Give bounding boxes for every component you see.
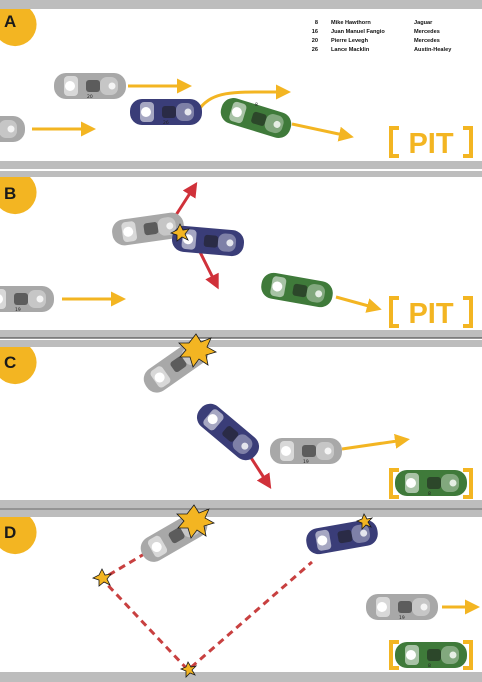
legend-team-1: Jaguar xyxy=(414,20,433,26)
panel-c-letter: C xyxy=(4,353,16,372)
legend-driver-3: Pierre Levegh xyxy=(331,38,369,44)
panel-b: 19 PIT xyxy=(0,181,473,330)
legend-driver-1: Mike Hawthorn xyxy=(331,20,371,26)
panel-d-car8-green-in-pit xyxy=(395,642,467,668)
panel-c-car8-green-in-pit xyxy=(395,470,467,496)
legend-driver-2: Juan Manuel Fangio xyxy=(331,29,385,35)
panel-d-car8-number: 8 xyxy=(428,663,431,669)
track-wall-bc xyxy=(0,330,482,338)
panel-b-car19-number: 19 xyxy=(15,307,21,313)
panel-d: 19 8 xyxy=(91,504,480,678)
panel-b-letter: B xyxy=(4,184,16,203)
track-wall-ab xyxy=(0,161,482,169)
panel-d-debris-trajectory xyxy=(99,545,313,673)
panel-d-debris-spark-left xyxy=(91,568,112,587)
track-wall-bottom xyxy=(0,672,482,682)
panel-b-pit-sign: PIT xyxy=(389,296,473,330)
panel-c: 19 8 xyxy=(139,333,473,499)
legend-team-4: Austin-Healey xyxy=(414,47,452,53)
legend-number-4: 26 xyxy=(312,47,318,53)
legend-team-2: Mercedes xyxy=(414,29,440,35)
panel-a-car26-number: 26 xyxy=(163,120,169,126)
panel-c-arrow-car19 xyxy=(341,433,410,451)
panel-c-impact-burst xyxy=(178,333,218,368)
track-wall-top xyxy=(0,0,482,9)
legend-number-2: 16 xyxy=(312,29,318,35)
panel-a-arrow-car16-swerve xyxy=(198,84,291,109)
track-wall-ab-lower xyxy=(0,171,482,177)
panel-b-arrow-car8 xyxy=(335,295,382,313)
panel-a-letter: A xyxy=(4,12,16,31)
panel-a-pit-label: PIT xyxy=(408,128,453,160)
panel-c-car19-number: 19 xyxy=(303,459,309,465)
panel-a-pit-sign: PIT xyxy=(389,126,473,160)
legend-team-3: Mercedes xyxy=(414,38,440,44)
track-wall-bc-lower xyxy=(0,340,482,347)
panel-c-badge: C xyxy=(0,347,37,385)
panel-b-impact-arrow-down xyxy=(198,251,219,290)
panel-a-arrow-car8 xyxy=(291,122,354,142)
panel-c-pit-bracket xyxy=(389,468,473,499)
panel-b-car19-gray xyxy=(0,286,54,312)
panel-a-car8-number: 8 xyxy=(255,102,258,108)
track-wall-cd-lower xyxy=(0,510,482,517)
panel-d-badge: D xyxy=(0,517,37,555)
panel-b-impact-arrow-up xyxy=(174,181,198,216)
legend-driver-4: Lance Macklin xyxy=(331,47,370,53)
legend-number-3: 20 xyxy=(312,38,318,44)
panel-b-car8-green xyxy=(259,270,335,310)
panel-d-letter: D xyxy=(4,523,16,542)
panel-a-car20-number: 20 xyxy=(87,94,93,100)
panel-b-pit-label: PIT xyxy=(408,298,453,330)
panel-a: 20 26 8 PIT xyxy=(0,73,473,160)
panel-d-car19-number: 19 xyxy=(399,615,405,621)
panel-d-impact-burst xyxy=(176,504,216,539)
panel-b-contact-spark xyxy=(169,223,190,242)
panel-b-badge: B xyxy=(0,177,37,215)
panel-d-debris-spark-bottom xyxy=(179,661,198,678)
panel-a-badge: A xyxy=(0,9,37,47)
panel-c-car8-number: 8 xyxy=(428,491,431,497)
panel-d-pit-bracket xyxy=(389,640,473,670)
panel-c-car26-navy xyxy=(192,398,264,466)
legend-number-1: 8 xyxy=(315,20,318,26)
panel-a-car19-gray xyxy=(0,116,25,142)
track-wall-cd xyxy=(0,500,482,508)
legend: 8 Mike Hawthorn Jaguar 16 Juan Manuel Fa… xyxy=(312,20,452,53)
panel-a-car8-green xyxy=(217,95,295,141)
panel-d-contact-spark xyxy=(355,513,374,530)
